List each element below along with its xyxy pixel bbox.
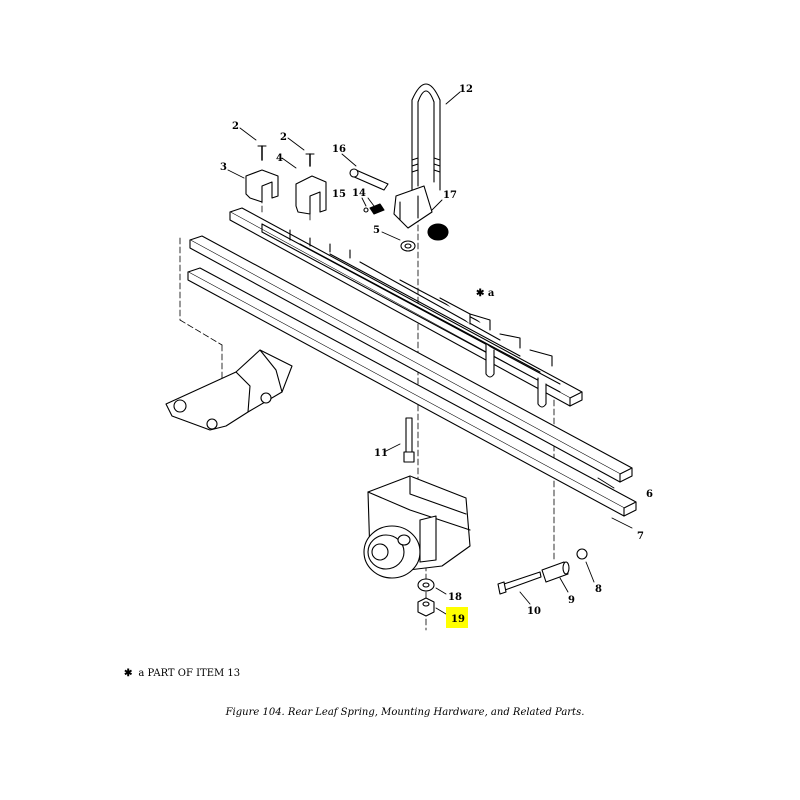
callout-2b: 2 [280, 132, 287, 143]
fitting-14 [369, 203, 385, 215]
bolt-11 [403, 417, 415, 463]
footnote-text: a PART OF ITEM 13 [138, 668, 241, 679]
callout-4: 4 [276, 153, 283, 164]
callout-15: 15 [332, 189, 346, 200]
star-icon: ✱ [124, 668, 133, 679]
bolt-10 [497, 571, 542, 595]
spring-pack-13 [229, 207, 583, 408]
pin-16 [349, 168, 389, 191]
screws-2 [257, 145, 315, 167]
star-a-label: ✱ a [476, 288, 495, 299]
callout-8: 8 [595, 584, 602, 595]
leaf-spring-7 [187, 267, 637, 517]
axle-housing [363, 475, 471, 579]
callout-19-highlight [446, 607, 468, 628]
callout-7: 7 [637, 531, 644, 542]
leaf-spring-6 [189, 235, 633, 483]
nut-8 [576, 548, 588, 560]
callout-10: 10 [527, 606, 541, 617]
callout-17: 17 [443, 190, 457, 201]
bracket-3 [245, 169, 279, 203]
callout-2a: 2 [232, 121, 239, 132]
frame-bracket [165, 349, 293, 431]
callout-19: 19 [451, 614, 465, 625]
callout-6: 6 [646, 489, 653, 500]
callout-14: 14 [352, 188, 366, 199]
figure-caption-text: Figure 104. Rear Leaf Spring, Mounting H… [225, 707, 585, 718]
nut-19 [417, 597, 435, 617]
callout-3: 3 [220, 162, 227, 173]
sleeve-9 [541, 561, 570, 583]
spring-seat-17 [393, 185, 449, 241]
figure-caption: Figure 104. Rear Leaf Spring, Mounting H… [0, 707, 800, 718]
callout-5: 5 [373, 225, 380, 236]
callout-9: 9 [568, 595, 575, 606]
fitting-15 [363, 207, 369, 213]
callout-12: 12 [459, 84, 473, 95]
callout-16: 16 [332, 144, 346, 155]
washer-18 [417, 578, 435, 592]
bracket-4 [295, 175, 327, 215]
u-bolt-12 [411, 83, 441, 191]
leader-lines [227, 91, 633, 615]
nut-5 [400, 240, 416, 252]
footnote: ✱ a PART OF ITEM 13 [124, 668, 240, 679]
callout-11: 11 [374, 448, 388, 459]
callout-18: 18 [448, 592, 462, 603]
callouts: 2 2 3 4 5 6 7 8 9 10 11 12 14 15 16 17 1… [220, 84, 653, 625]
